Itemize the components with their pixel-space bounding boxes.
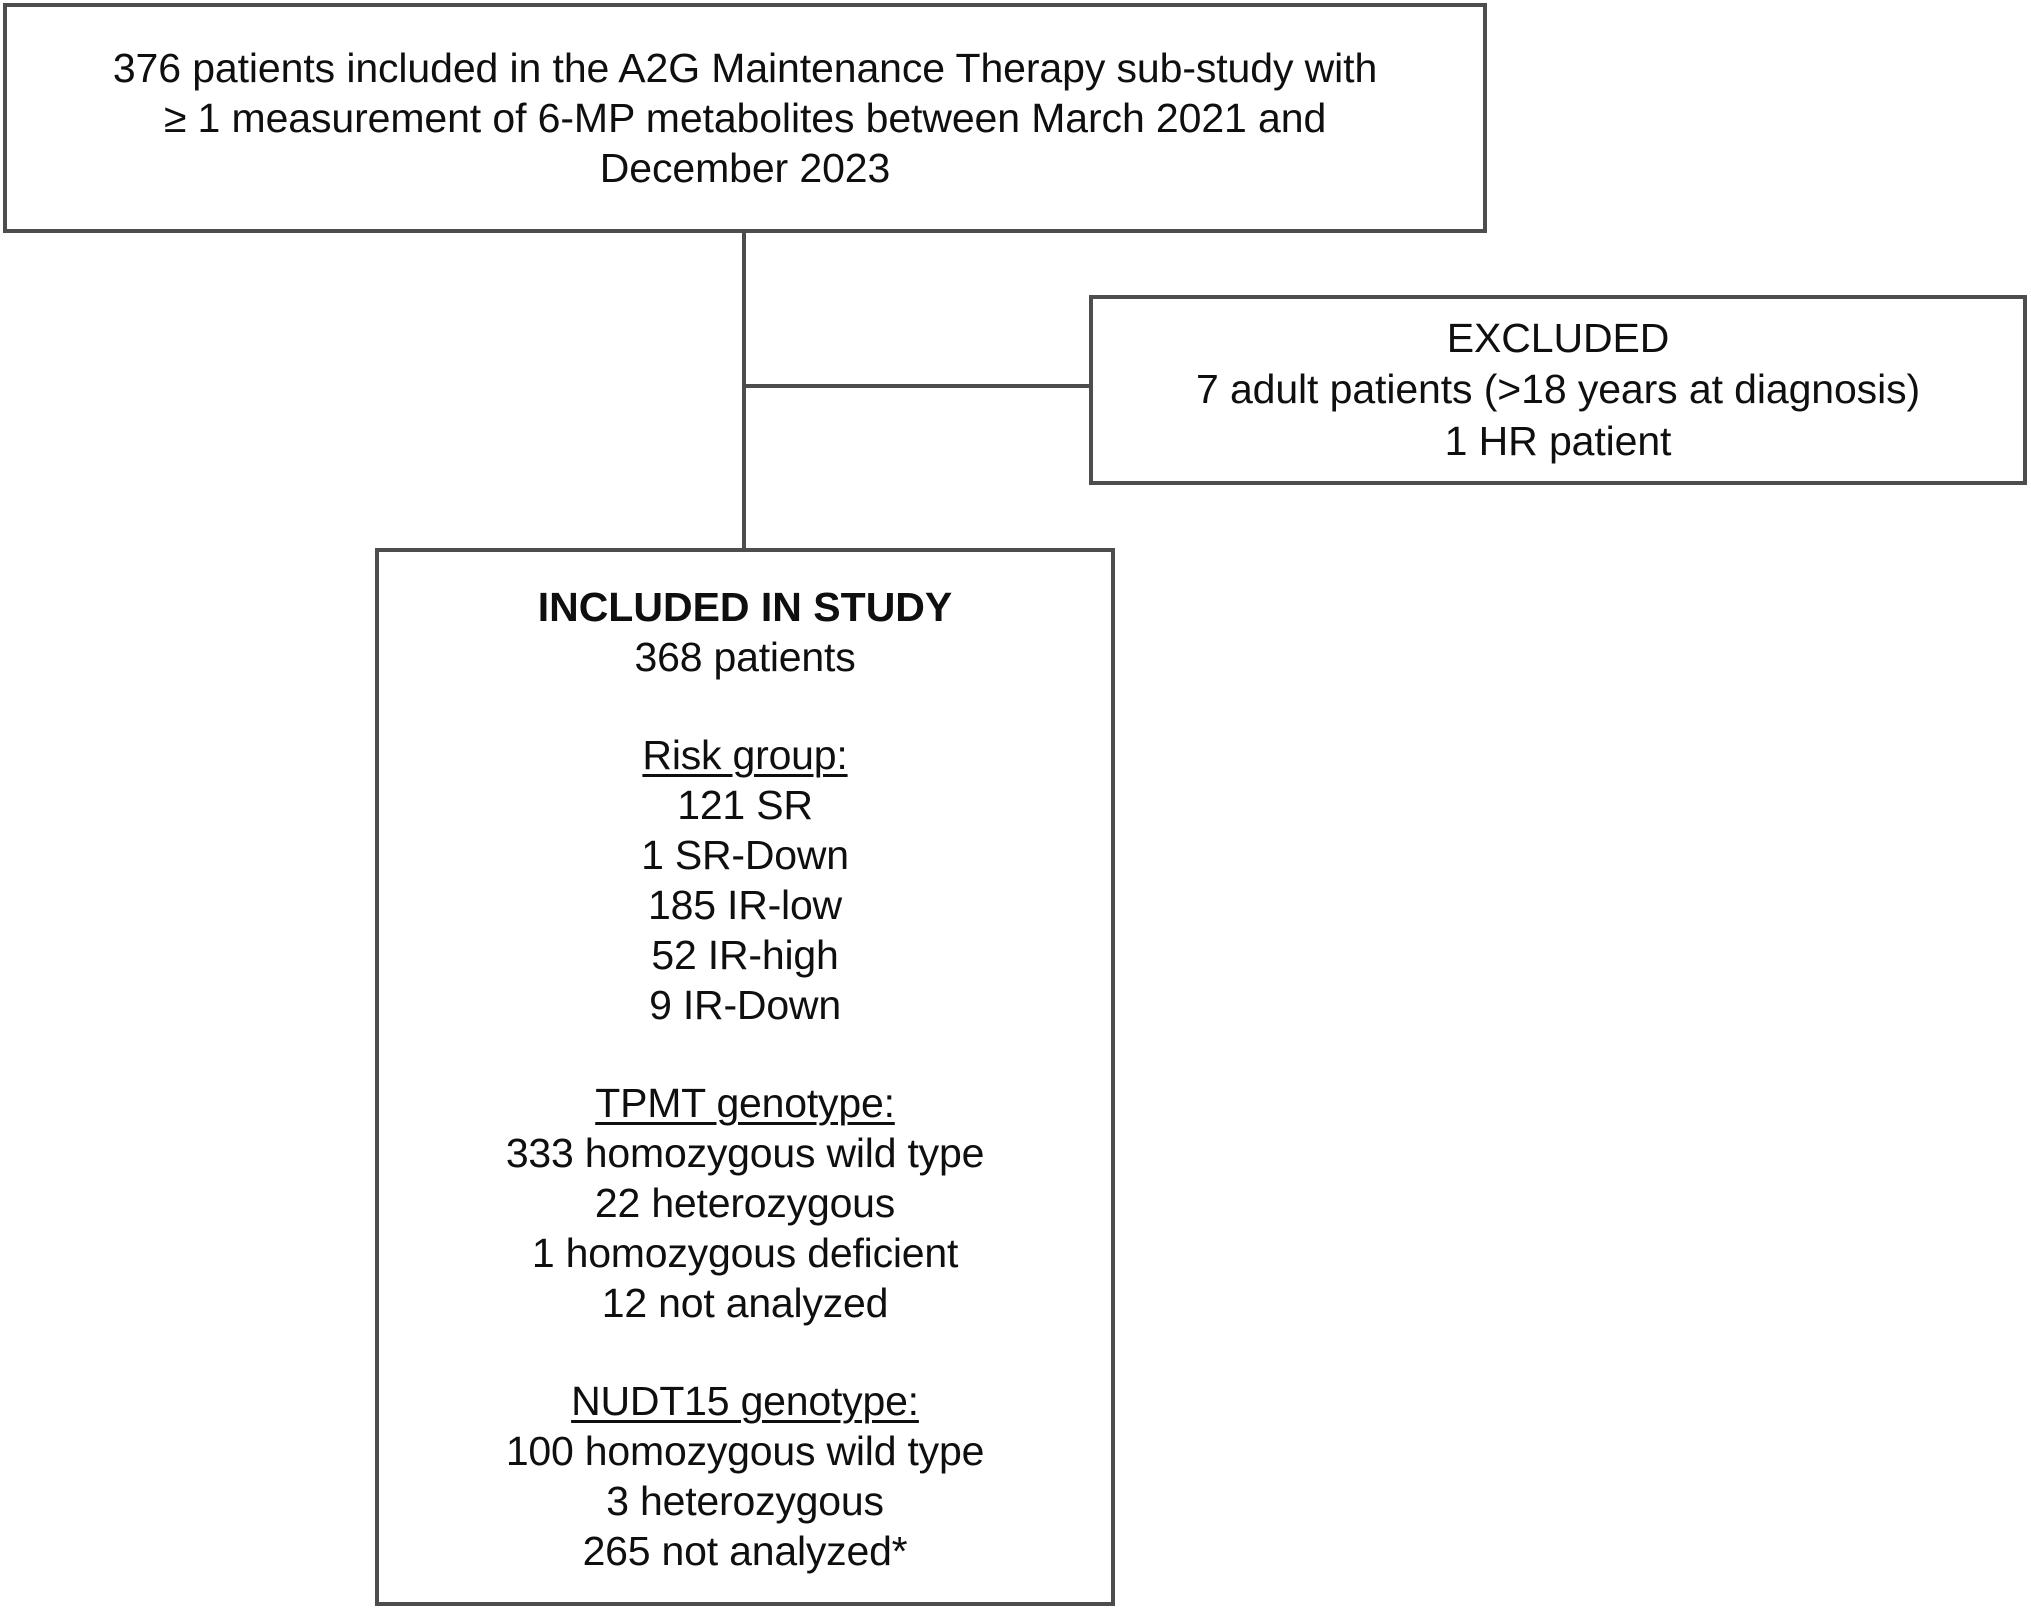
nudt15-genotype-heading: NUDT15 genotype: xyxy=(571,1378,919,1425)
included-in-study-box: INCLUDED IN STUDY 368 patients Risk grou… xyxy=(375,548,1115,1606)
risk-group-item: 9 IR-Down xyxy=(649,982,841,1029)
connector-vertical-trunk xyxy=(742,232,746,550)
risk-group-item: 185 IR-low xyxy=(648,882,842,929)
nudt15-genotype-item: 265 not analyzed* xyxy=(582,1528,908,1575)
connector-branch-to-excluded xyxy=(742,384,1091,388)
enrollment-box: 376 patients included in the A2G Mainten… xyxy=(3,3,1487,233)
nudt15-genotype-item: 100 homozygous wild type xyxy=(505,1428,985,1475)
tpmt-genotype-item: 1 homozygous deficient xyxy=(531,1230,959,1277)
enrollment-line-2: ≥ 1 measurement of 6-MP metabolites betw… xyxy=(163,94,1327,141)
nudt15-genotype-item: 3 heterozygous xyxy=(606,1478,884,1525)
section-nudt15-genotype: NUDT15 genotype: 100 homozygous wild typ… xyxy=(389,1376,1101,1576)
risk-group-item: 1 SR-Down xyxy=(641,832,849,879)
included-heading: INCLUDED IN STUDY xyxy=(537,584,953,630)
tpmt-genotype-item: 22 heterozygous xyxy=(594,1180,896,1227)
section-risk-group: Risk group: 121 SR 1 SR-Down 185 IR-low … xyxy=(389,730,1101,1030)
tpmt-genotype-item: 333 homozygous wild type xyxy=(505,1130,985,1177)
tpmt-genotype-item: 12 not analyzed xyxy=(601,1280,889,1327)
excluded-line-2: 1 HR patient xyxy=(1444,417,1672,464)
tpmt-genotype-heading: TPMT genotype: xyxy=(595,1080,895,1127)
enrollment-line-3: December 2023 xyxy=(599,145,891,191)
enrollment-line-1: 376 patients included in the A2G Mainten… xyxy=(112,44,1378,91)
risk-group-heading: Risk group: xyxy=(642,732,848,779)
included-patient-count: 368 patients xyxy=(634,634,856,681)
excluded-heading: EXCLUDED xyxy=(1446,315,1670,362)
risk-group-item: 52 IR-high xyxy=(651,932,839,979)
risk-group-item: 121 SR xyxy=(677,782,813,829)
excluded-line-1: 7 adult patients (>18 years at diagnosis… xyxy=(1195,366,1921,413)
section-tpmt-genotype: TPMT genotype: 333 homozygous wild type … xyxy=(389,1078,1101,1328)
excluded-box: EXCLUDED 7 adult patients (>18 years at … xyxy=(1089,295,2027,485)
